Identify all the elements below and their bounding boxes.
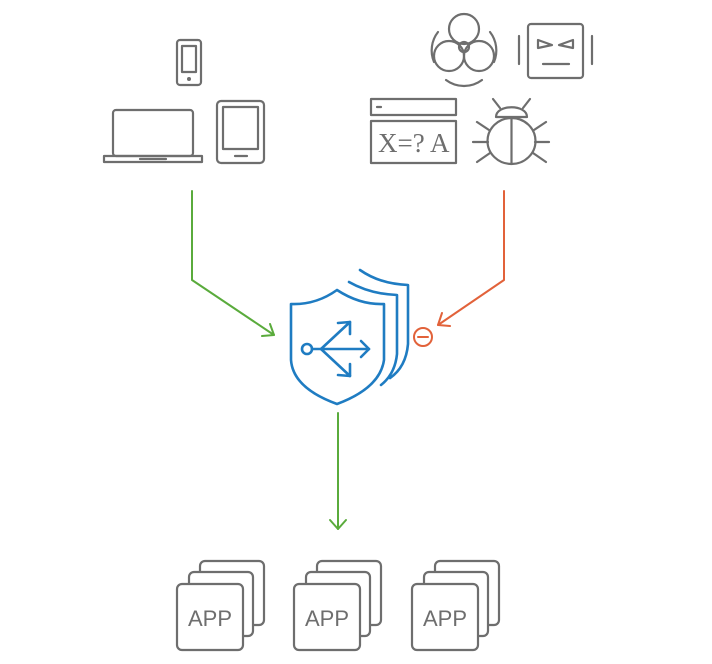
client-devices [102,38,266,165]
blocked-flow-arrow [437,190,505,327]
block-icon [413,327,433,347]
injection-form-icon: X=? A [369,97,458,165]
bug-icon [471,97,551,166]
shield-gateway-icon [289,268,410,406]
smartphone-icon [175,38,203,87]
app-label: APP [305,606,349,631]
biohazard-icon [430,12,498,88]
app-label: APP [423,606,467,631]
app-stack-1: APP [175,559,266,652]
app-stack-3: APP [410,559,501,652]
injection-form-text: X=? A [378,128,450,158]
allowed-flow-arrow [191,190,275,337]
bot-icon [517,22,594,80]
app-stack-2: APP [292,559,383,652]
app-label: APP [188,606,232,631]
tablet-icon [215,99,266,165]
threat-sources: X=? A [369,12,594,166]
laptop-icon [102,108,204,164]
output-flow-arrow [329,412,347,530]
